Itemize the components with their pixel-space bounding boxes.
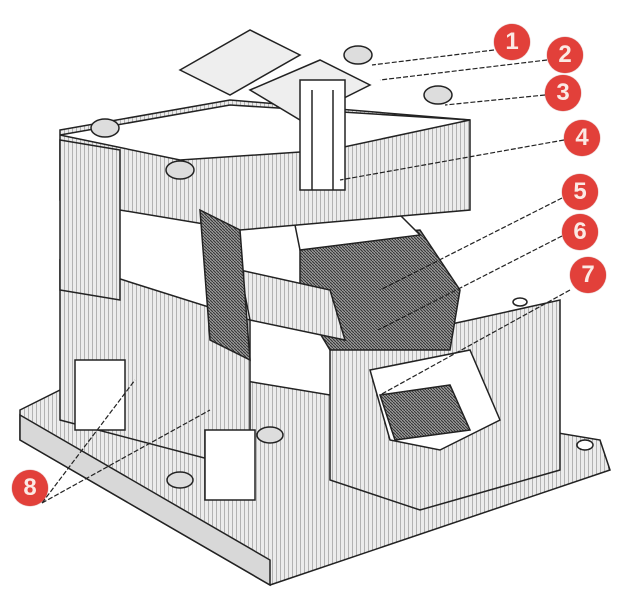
- callout-4: 4: [564, 120, 600, 156]
- callout-3: 3: [545, 75, 581, 111]
- leader-lines: [41, 49, 571, 504]
- contact-spring: [178, 29, 302, 96]
- callout-2: 2: [547, 37, 583, 73]
- screw: [343, 45, 373, 65]
- armature: [239, 269, 347, 341]
- callout-7: 7: [570, 257, 606, 293]
- callout-5: 5: [562, 174, 598, 210]
- callout-6: 6: [562, 214, 598, 250]
- callout-8: 8: [12, 470, 48, 506]
- callout-1: 1: [494, 24, 530, 60]
